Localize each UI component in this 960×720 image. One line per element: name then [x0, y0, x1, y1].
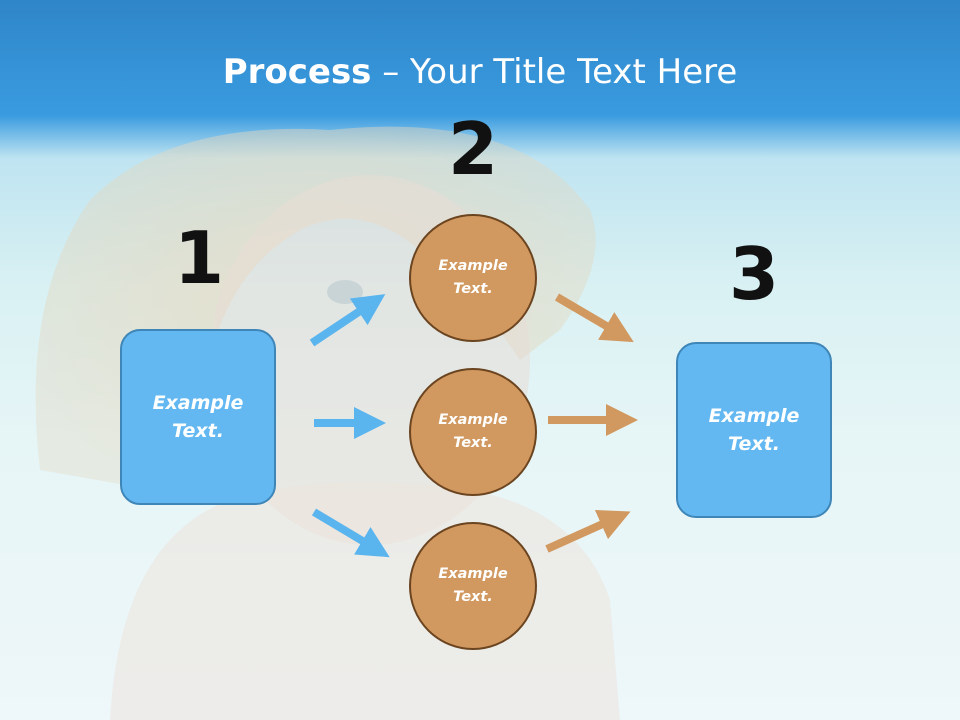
circle-middle: Example Text. — [409, 368, 537, 496]
step-number-3: 3 — [728, 232, 780, 316]
circle-top-label: Example Text. — [438, 257, 508, 297]
circle-bottom-label: Example Text. — [438, 565, 508, 605]
arrow-orange-down — [554, 293, 634, 343]
right-box-label: Example Text. — [708, 404, 800, 456]
circle-top: Example Text. — [409, 214, 537, 342]
arrow-blue-up — [309, 294, 386, 347]
step-number-2: 2 — [447, 107, 499, 191]
circle-bottom: Example Text. — [409, 522, 537, 650]
arrow-blue-down — [311, 508, 390, 558]
arrow-orange-up — [545, 509, 631, 553]
title-rest: – Your Title Text Here — [371, 52, 738, 92]
left-box-label: Example Text. — [152, 391, 244, 443]
step-number-1: 1 — [173, 216, 225, 300]
left-box: Example Text. — [120, 329, 276, 505]
slide-title: Process – Your Title Text Here — [0, 52, 960, 92]
circle-middle-label: Example Text. — [438, 411, 508, 451]
right-box: Example Text. — [676, 342, 832, 518]
title-bold: Process — [222, 52, 372, 92]
